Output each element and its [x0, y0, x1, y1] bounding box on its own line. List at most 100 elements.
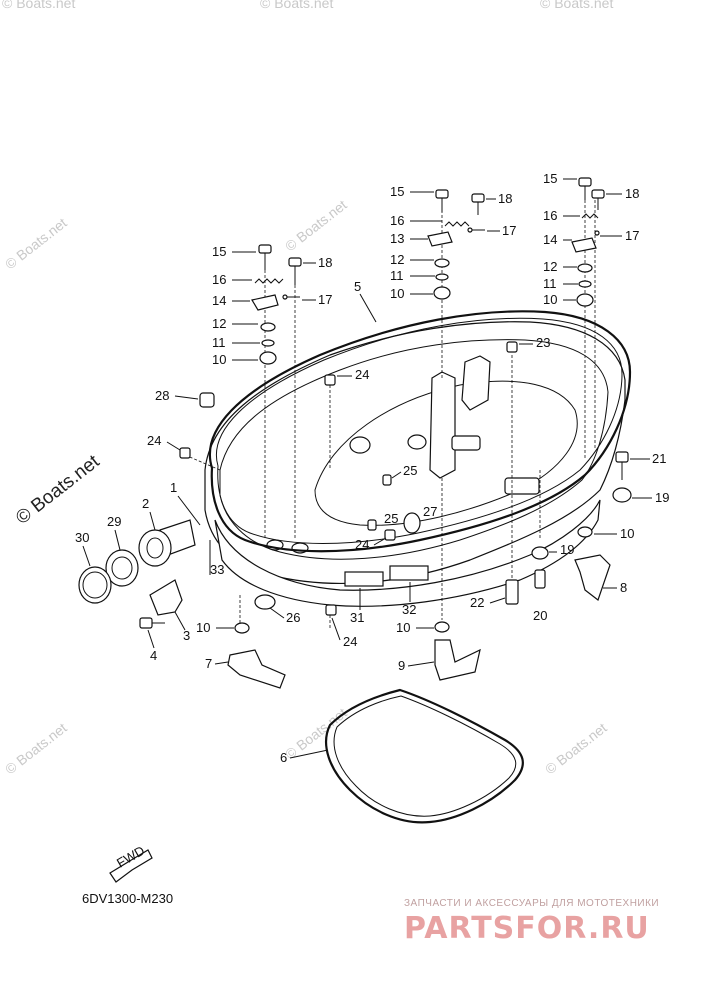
watermark-left-bottom: © Boats.net: [2, 720, 70, 778]
watermark-large: © Boats.net: [12, 451, 104, 529]
grommet-26: [254, 594, 276, 610]
screw-25-bottom: [367, 519, 377, 531]
callout-17-right: 17: [625, 228, 639, 243]
brand-block: ЗАПЧАСТИ И АКСЕССУАРЫ ДЛЯ МОТОТЕХНИКИ PA…: [404, 898, 659, 946]
washer-12-left: [260, 322, 276, 332]
callout-6: 6: [280, 750, 287, 765]
callout-31: 31: [350, 610, 364, 625]
screw-4: [139, 617, 153, 629]
callout-1: 1: [170, 480, 177, 495]
callout-17-center: 17: [502, 223, 516, 238]
seal-6: [325, 688, 524, 824]
callout-28: 28: [155, 388, 169, 403]
callout-18-left: 18: [318, 255, 332, 270]
seal-5: [208, 310, 632, 553]
bracket-7: [227, 649, 286, 689]
callout-24-bottom: 24: [343, 634, 357, 649]
lever-14-left: [251, 294, 279, 311]
bracket-9: [434, 639, 481, 681]
spring-16-left: [254, 278, 284, 284]
diagram-code: 6DV1300-M230: [82, 891, 173, 906]
callout-16-left: 16: [212, 272, 226, 287]
grommet-10-right-lower: [577, 526, 593, 538]
callout-24-left: 24: [147, 433, 161, 448]
callout-5: 5: [354, 279, 361, 294]
callout-25-top: 25: [403, 463, 417, 478]
watermark-center-top: © Boats.net: [282, 197, 350, 255]
washer-12-right: [577, 263, 593, 273]
watermark-corner-1: © Boats.net: [2, 0, 75, 11]
brand-name: PARTSFOR.RU: [404, 911, 650, 946]
callout-9: 9: [398, 658, 405, 673]
bolt-21: [615, 451, 629, 463]
callout-18-right: 18: [625, 186, 639, 201]
callout-10-center: 10: [390, 286, 404, 301]
callout-16-right: 16: [543, 208, 557, 223]
callout-14-right: 14: [543, 232, 557, 247]
callout-2: 2: [142, 496, 149, 511]
callout-4: 4: [150, 648, 157, 663]
callout-17-left: 17: [318, 292, 332, 307]
grommet-10-near-9: [434, 621, 450, 633]
right-fastener-stack: [571, 177, 605, 307]
grommet-10-left: [259, 351, 277, 365]
spring-16-right: [581, 213, 599, 219]
callout-14-left: 14: [212, 293, 226, 308]
callout-labels: 15 18 16 17 14 12 11 10 15 18 16 17 13 1…: [75, 171, 669, 765]
bolt-18-center: [471, 193, 485, 203]
washer-12-center: [434, 258, 450, 268]
callout-11-left: 11: [212, 335, 226, 350]
plug-24-left: [179, 447, 191, 459]
callout-24-mid: 24: [355, 537, 369, 552]
callout-12-left: 12: [212, 316, 226, 331]
bottom-cowling: [204, 321, 626, 607]
callout-29: 29: [107, 514, 121, 529]
fitting-2: [138, 529, 172, 567]
callout-10-near-7: 10: [196, 620, 210, 635]
grommet-27: [403, 512, 421, 534]
callout-15-center: 15: [390, 184, 404, 199]
callout-10-near-9: 10: [396, 620, 410, 635]
callout-22: 22: [470, 595, 484, 610]
spring-16-center: [444, 221, 470, 227]
callout-21: 21: [652, 451, 666, 466]
callout-7: 7: [205, 656, 212, 671]
plug-24-bottom: [325, 604, 337, 616]
watermark-corner-3: © Boats.net: [540, 0, 613, 11]
watermark-right-bottom: © Boats.net: [542, 720, 610, 778]
grommet-10-right: [576, 293, 594, 307]
plug-24-mid: [384, 529, 396, 541]
collar-19-right: [612, 487, 632, 503]
callout-11-center: 11: [390, 268, 404, 283]
screw-25-top: [382, 474, 392, 486]
callout-24-top: 24: [355, 367, 369, 382]
label-plate-31: [344, 571, 384, 587]
callout-15-left: 15: [212, 244, 226, 259]
callout-12-center: 12: [390, 252, 404, 267]
callout-33: 33: [210, 562, 224, 577]
bolt-15-right: [578, 177, 592, 187]
callout-3: 3: [183, 628, 190, 643]
lever-14-right: [571, 237, 597, 253]
callout-26: 26: [286, 610, 300, 625]
grommet-29: [105, 549, 139, 587]
watermark-left-top: © Boats.net: [2, 215, 70, 273]
callout-13-center: 13: [390, 231, 404, 246]
bushing-22: [505, 579, 519, 605]
collar-19-lower: [531, 546, 549, 560]
lever-13-center: [427, 231, 453, 247]
callout-8: 8: [620, 580, 627, 595]
plate-3: [149, 579, 183, 616]
center-fastener-stack: [427, 189, 485, 300]
callout-19-lower: 19: [560, 542, 574, 557]
plug-24-top: [324, 374, 336, 386]
callout-32: 32: [402, 602, 416, 617]
bolt-18-right: [591, 189, 605, 199]
callout-15-right: 15: [543, 171, 557, 186]
collar-20: [534, 569, 546, 589]
callout-10-right-lower: 10: [620, 526, 634, 541]
grommet-10-near-7: [234, 622, 250, 634]
callout-19-right: 19: [655, 490, 669, 505]
cap-23: [506, 341, 518, 353]
